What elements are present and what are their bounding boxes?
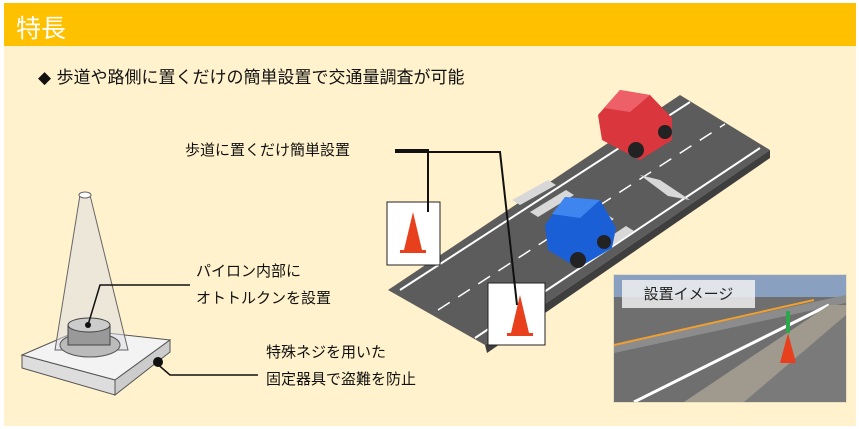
bullet-text: 歩道や路側に置くだけの簡単設置で交通量調査が可能 [56,68,465,88]
installation-photo: 設置イメージ [613,274,847,403]
cone-icon [511,295,529,333]
diamond-icon: ◆ [38,68,52,88]
photo-caption: 設置イメージ [622,280,755,308]
pylon-drawing [20,191,172,397]
red-car [598,90,672,160]
callout-inside-1: パイロン内部に [196,262,302,280]
callout-screw-2: 固定器具で盗難を防止 [266,370,417,388]
cone-icon [404,212,422,250]
callout-screw-1: 特殊ネジを用いた [266,343,387,361]
callout-easy-install: 歩道に置くだけ簡単設置 [185,141,351,159]
header-bar: 特長 [4,3,856,46]
blue-car [545,197,616,268]
page-title: 特長 [16,14,67,43]
callout-inside-2: オトトルクンを設置 [196,289,332,307]
road-illustration [388,90,770,353]
feature-bullet: ◆ 歩道や路側に置くだけの簡単設置で交通量調査が可能 [38,63,464,88]
